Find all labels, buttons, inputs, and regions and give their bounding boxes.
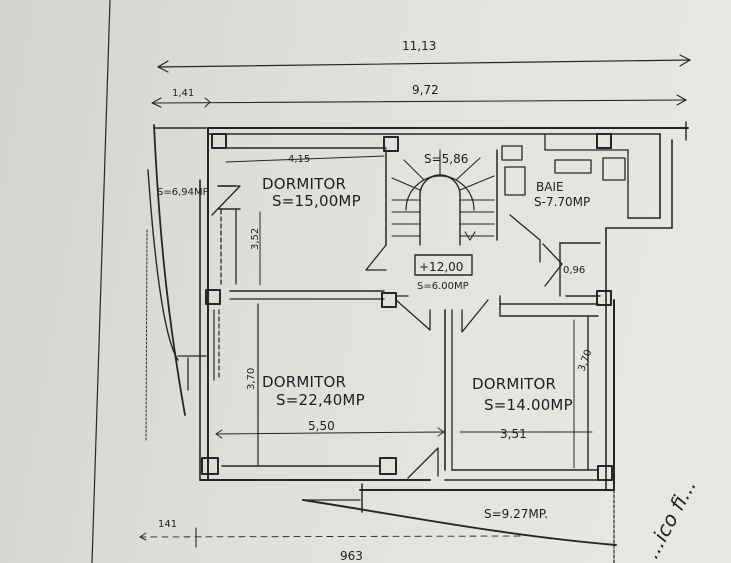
margin-line xyxy=(91,0,111,563)
dim-left-offset-top: 1,41 xyxy=(172,88,194,99)
bath-name: BAIE xyxy=(536,180,564,194)
level-box xyxy=(414,254,473,276)
bathroom-fixtures xyxy=(501,134,629,219)
terrace-bottom xyxy=(302,483,617,563)
hall-level: +12,00 xyxy=(419,260,463,274)
closet-area: 0,96 xyxy=(563,265,585,276)
bed3-name: DORMITOR xyxy=(472,375,556,393)
dimension-overall xyxy=(157,54,691,73)
bed3-height-dim: 3,70 xyxy=(576,348,594,373)
dim-main-width-top: 9,72 xyxy=(412,83,439,97)
room-dimension-lines xyxy=(215,155,593,469)
bed3-width-dim: 3,51 xyxy=(500,427,527,441)
dim-left-offset-bottom: 141 xyxy=(158,519,177,530)
bed2-width-dim: 5,50 xyxy=(308,419,335,433)
dim-bottom-width: 963 xyxy=(340,549,363,563)
bed2-name: DORMITOR xyxy=(262,373,346,391)
door-swings xyxy=(211,185,563,479)
balcony-left xyxy=(145,124,207,441)
stairs-area: S=5,86 xyxy=(424,152,468,166)
dimension-bottom xyxy=(139,527,521,548)
dim-overall-width: 11,13 xyxy=(402,39,436,53)
columns xyxy=(201,133,613,481)
bed3-area: S=14.00MP xyxy=(484,396,573,414)
bed2-area: S=22,40MP xyxy=(276,391,365,409)
bed2-height-dim: 3,70 xyxy=(246,368,257,390)
dimension-segments xyxy=(151,94,687,108)
bed1-width-dim: 4,15 xyxy=(288,154,310,165)
signature: ...ico fi... xyxy=(639,475,701,562)
staircase xyxy=(391,149,495,246)
bed1-height-dim: 3,52 xyxy=(250,228,261,250)
balcony-left-area: S=6,94MP xyxy=(157,187,209,198)
terrace-area: S=9.27MP. xyxy=(484,507,548,521)
bed1-area: S=15,00MP xyxy=(272,192,361,210)
hall-area: S=6.00MP xyxy=(417,281,469,292)
interior-walls xyxy=(213,147,601,481)
outer-walls xyxy=(199,121,689,491)
bed1-name: DORMITOR xyxy=(262,175,346,193)
bath-area: S-7.70MP xyxy=(534,195,590,209)
